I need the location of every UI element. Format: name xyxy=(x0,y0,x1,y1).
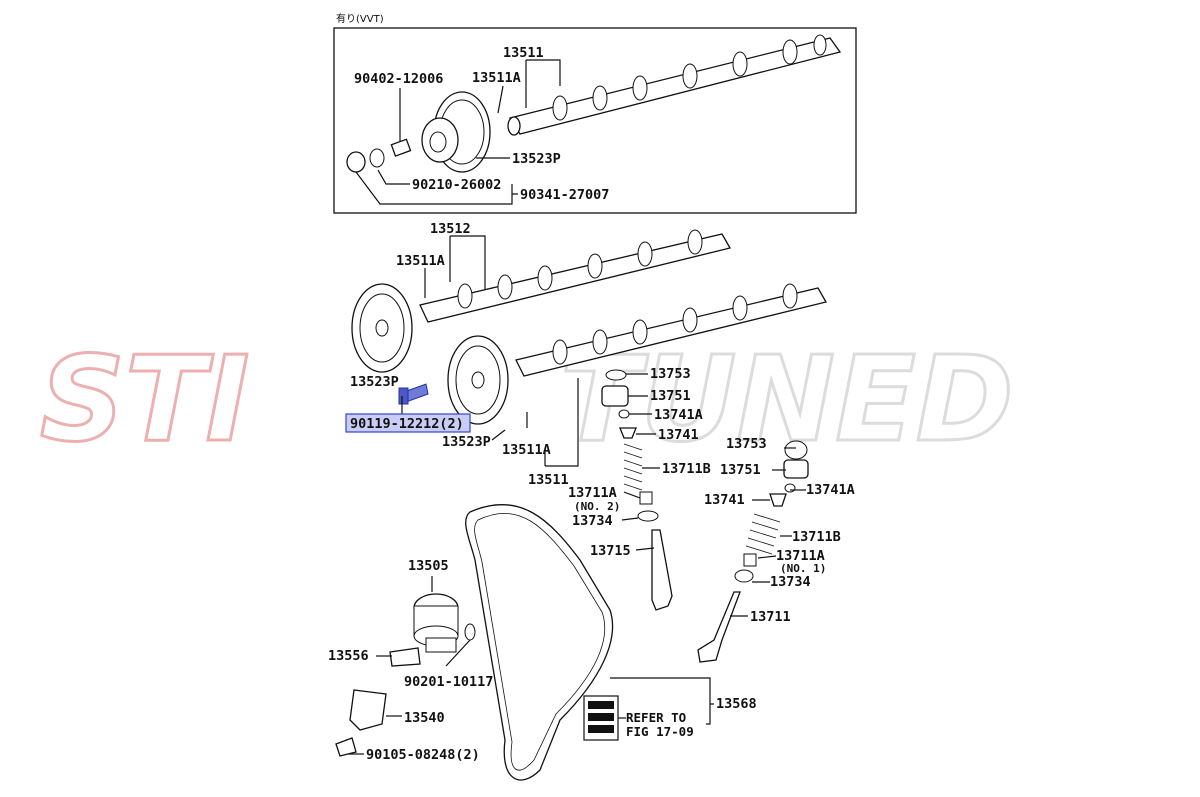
leaders-top xyxy=(355,59,561,205)
leaders-valve-b xyxy=(730,447,806,617)
leaders-mid xyxy=(401,235,579,467)
label-13511a-top[interactable]: 13511A xyxy=(472,70,521,86)
labels: 13511 13511A 90402-12006 13523P 90210-26… xyxy=(328,45,855,763)
label-90119-12212[interactable]: 90119-12212(2) xyxy=(350,416,464,432)
vvt-box-title: 有り(VVT) xyxy=(336,12,384,25)
label-13511-top[interactable]: 13511 xyxy=(503,45,544,61)
label-13715[interactable]: 13715 xyxy=(590,543,631,559)
label-13711a-b[interactable]: 13711A xyxy=(776,548,825,564)
label-13734-a[interactable]: 13734 xyxy=(572,513,613,529)
tensioner-assembly xyxy=(335,593,476,757)
label-90201-10117[interactable]: 90201-10117 xyxy=(404,674,493,690)
label-13511-low[interactable]: 13511 xyxy=(528,472,569,488)
label-90210-26002[interactable]: 90210-26002 xyxy=(412,177,501,193)
valve-train-a xyxy=(601,369,673,611)
label-13523p-left[interactable]: 13523P xyxy=(350,374,399,390)
label-90105-08248[interactable]: 90105-08248(2) xyxy=(366,747,480,763)
label-13511a-low[interactable]: 13511A xyxy=(502,442,551,458)
label-13523p-top[interactable]: 13523P xyxy=(512,151,561,167)
label-90402-12006[interactable]: 90402-12006 xyxy=(354,71,443,87)
cam-sprocket-right xyxy=(447,335,509,425)
label-13711[interactable]: 13711 xyxy=(750,609,791,625)
vvt-sprocket xyxy=(421,91,491,173)
vvt-box: 有り(VVT) xyxy=(333,12,857,214)
label-13741-b[interactable]: 13741 xyxy=(704,492,745,508)
refer-line-2[interactable]: FIG 17-09 xyxy=(626,724,694,739)
label-13511a-mid[interactable]: 13511A xyxy=(396,253,445,269)
label-13711b-b[interactable]: 13711B xyxy=(792,529,841,545)
label-13741-a[interactable]: 13741 xyxy=(658,427,699,443)
label-13711a-a[interactable]: 13711A xyxy=(568,485,617,501)
leaders-tensioner xyxy=(348,576,714,755)
timing-belt xyxy=(465,503,614,781)
camshaft-top xyxy=(507,34,842,136)
vvt-bolt xyxy=(346,138,412,173)
highlight-90119 xyxy=(345,413,471,433)
label-13711a-b-note: (NO. 1) xyxy=(780,562,826,575)
label-13751-a[interactable]: 13751 xyxy=(650,388,691,404)
cam-sprocket-left xyxy=(351,283,413,373)
label-13568[interactable]: 13568 xyxy=(716,696,757,712)
refer-icon xyxy=(583,695,626,741)
label-13711b-a[interactable]: 13711B xyxy=(662,461,711,477)
camshaft-lower xyxy=(515,283,827,377)
refer-line-1[interactable]: REFER TO xyxy=(626,710,686,725)
watermark-sti: STI xyxy=(40,330,249,468)
label-13505[interactable]: 13505 xyxy=(408,558,449,574)
valve-train-b xyxy=(697,440,809,663)
camshaft-upper xyxy=(419,229,731,323)
label-13741a-a[interactable]: 13741A xyxy=(654,407,703,423)
sprocket-bolt xyxy=(398,383,429,405)
label-13741a-b[interactable]: 13741A xyxy=(806,482,855,498)
label-13734-b[interactable]: 13734 xyxy=(770,574,811,590)
label-13540[interactable]: 13540 xyxy=(404,710,445,726)
label-13711a-a-note: (NO. 2) xyxy=(574,500,620,513)
label-13753-b[interactable]: 13753 xyxy=(726,436,767,452)
label-13556[interactable]: 13556 xyxy=(328,648,369,664)
leaders-valve-a xyxy=(621,373,660,551)
label-13753-a[interactable]: 13753 xyxy=(650,366,691,382)
label-13523p-mid[interactable]: 13523P xyxy=(442,434,491,450)
label-13751-b[interactable]: 13751 xyxy=(720,462,761,478)
vvt-frame xyxy=(333,27,857,214)
watermark: STI TUNED xyxy=(39,329,1016,470)
label-13512[interactable]: 13512 xyxy=(430,221,471,237)
label-90341-27007[interactable]: 90341-27007 xyxy=(520,187,609,203)
